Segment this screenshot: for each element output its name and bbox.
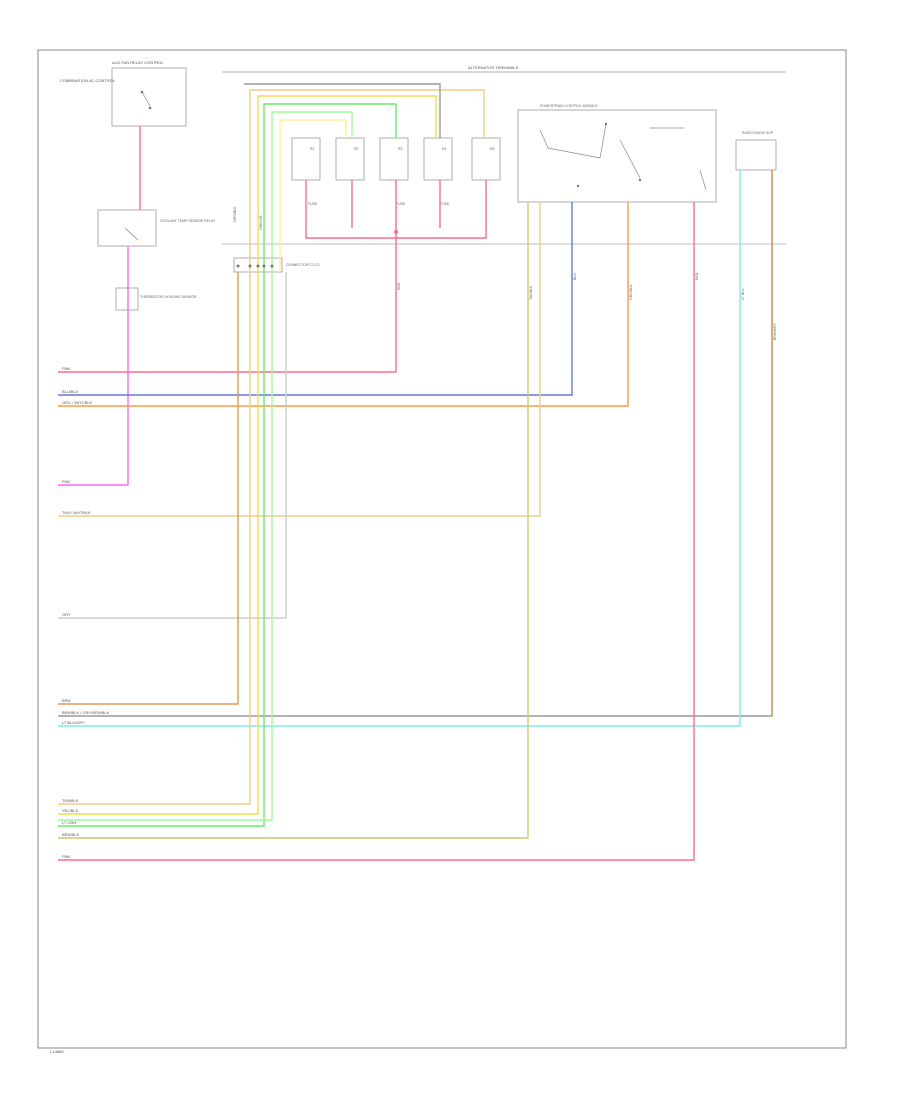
wire-lightgreen-bottom [58,111,353,821]
wire-tan-bottom [58,89,485,805]
module-label: POWERTRAIN CONTROL MODULE [540,104,598,108]
relay-note: FUSE [308,202,318,206]
small-relays: R1 R2 R3 R4 R5 FUSE FUSE FUSE [291,137,501,206]
wire-olive-bottom [58,202,529,839]
small-relay-label: R3 [398,147,403,151]
relay-label: COOLANT TEMP SENSOR RELAY [160,219,216,223]
vertical-wire-label: ORG/BLK [233,206,237,222]
wire-pink-vertical [58,246,129,486]
sensor-label: THERMOSTAT HOUSING SENSOR [140,295,197,299]
wire-gray-row [58,272,287,619]
wire-label: GRY [62,612,71,617]
small-relay-label: R1 [310,147,315,151]
connector-label: CONNECTOR C1 C2 [286,263,319,267]
top-left-device-label: AUX FAN RELAY CONTROL [112,60,164,65]
wire-green-bottom [58,103,397,827]
vertical-wire-label: GRN/YEL [259,215,263,230]
relay-note: FUSE [440,202,450,206]
connector-block: CONNECTOR C1 C2 [233,257,319,273]
coolant-relay: COOLANT TEMP SENSOR RELAY [97,209,216,247]
small-relay-label: R5 [490,147,495,151]
wire-label: BRN/BLK [62,832,79,837]
wire-red-drop [351,180,441,228]
vertical-wire-label: RED [397,282,401,290]
powertrain-module: POWERTRAIN CONTROL MODULE [517,104,717,203]
thermostat-sensor: THERMOSTAT HOUSING SENSOR [115,287,197,311]
relay-note: FUSE [396,202,406,206]
wire-orange-row3 [58,202,629,407]
wire-label: TAN/BLK [62,798,79,803]
wire-cyan-row [58,170,741,727]
connector-pins [236,230,398,268]
vertical-wire-label: BLU [573,273,577,280]
wire-red-bottom [58,202,695,861]
wire-red-row1 [58,180,397,373]
vertical-wire-label: LT BLU [741,288,745,300]
wire-red-bus [305,180,487,239]
top-left-note: COMBINATION AC CONTROL [60,78,116,83]
small-relay-label: R4 [442,147,447,151]
diagram-frame [37,49,847,1049]
wire-label: LT BLU/GRY [62,720,85,725]
wire-label: PNK [62,854,71,859]
top-left-device: AUX FAN RELAY CONTROL COMBINATION AC CON… [60,60,187,127]
vertical-wire-label: RED [695,272,699,280]
wire-cream [279,119,347,272]
small-relay-label: R2 [354,147,359,151]
header-label: ALTERNATOR TERMINALS [468,65,518,70]
radio-noise-suppressor: RADIO NOISE SUP [735,131,777,171]
vertical-wire-label: TAN/BLK [529,285,533,300]
wire-label: BLU/BLK [62,389,79,394]
right-sensor-label: RADIO NOISE SUP [742,131,774,135]
wire-brown-row [58,272,239,705]
wire-gray-right [58,170,773,717]
wire-label: PNK [62,479,71,484]
wire-label: BRN/BLK / GRY/BRN/BLK [62,710,110,715]
vertical-wire-label: ORG/BLK [629,284,633,300]
wire-label: BRN [62,698,71,703]
wire-label: YEL/BLK [62,808,79,813]
wire-label: TAN / WHT/BLK [62,510,91,515]
vertical-wire-label: BRN/WHT [773,323,777,340]
wire-tan-row [58,202,541,517]
wire-label: PNK [62,366,71,371]
wire-label: LT GRN [62,820,76,825]
wire-blue-row2 [58,202,573,396]
wire-label: ORG / WHT/BLK [62,400,93,405]
wire-gray-top [244,83,441,138]
wire-yellow-bottom [58,95,437,815]
page-code: I-14885 [50,1049,64,1054]
